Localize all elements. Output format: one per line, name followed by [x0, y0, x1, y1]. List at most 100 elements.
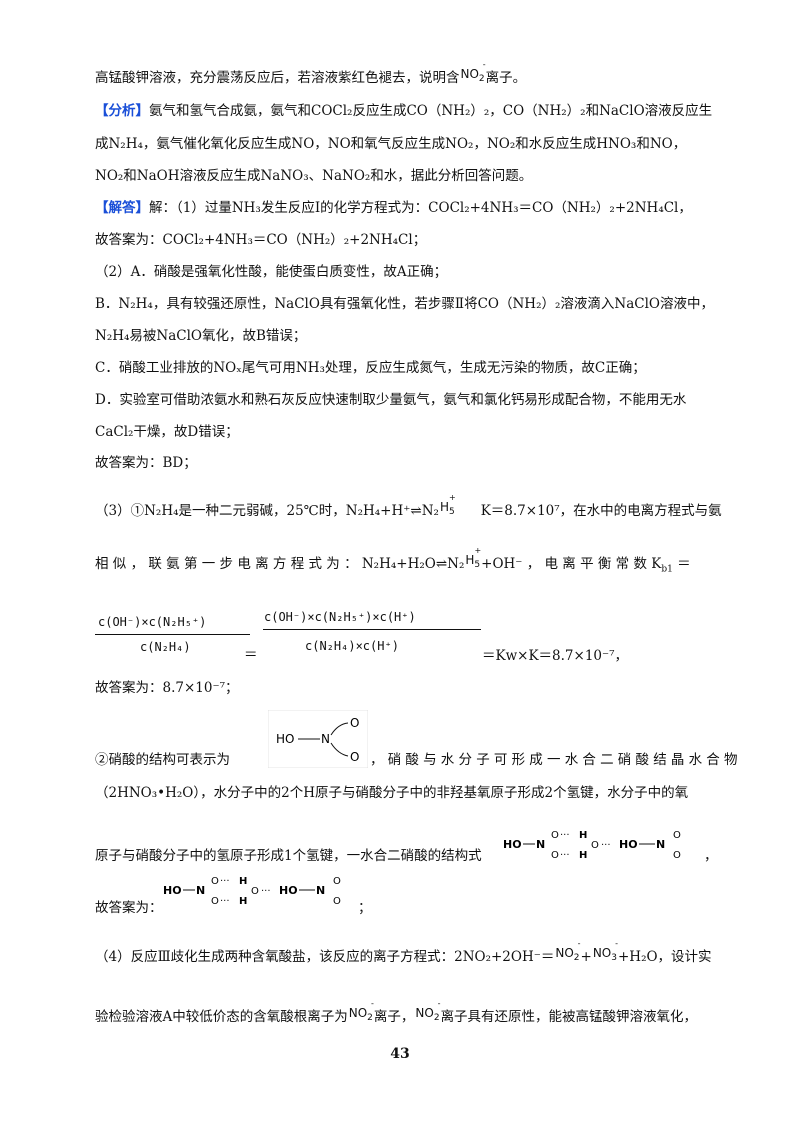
text: CaCl₂干燥，故D错误； [95, 424, 239, 440]
svg-text:···: ··· [560, 850, 570, 861]
text: 原子与硝酸分子中的氢原子形成1个氢键，一水合二硝酸的结构式 [95, 848, 482, 864]
text-line-14: （3）①N₂H₄是一种二元弱碱，25℃时，N₂H₄+H⁺⇌N₂H5+ K＝8.7×… [95, 493, 722, 522]
text: 故答案为：COCl₂+4NH₃＝CO（NH₂）₂+2NH₄Cl； [95, 232, 427, 248]
svg-text:H: H [239, 876, 247, 887]
fraction-2-bar [263, 629, 481, 630]
nitrite-ion: NO2- [348, 999, 374, 1023]
svg-text:H: H [239, 896, 247, 907]
svg-text:O: O [551, 850, 559, 861]
svg-text:N: N [656, 838, 665, 851]
text-line-6: 故答案为：COCl₂+4NH₃＝CO（NH₂）₂+2NH₄Cl； [95, 230, 426, 250]
svg-text:O: O [333, 896, 341, 907]
svg-text:O: O [350, 716, 359, 730]
fraction-2-numerator: c(OH⁻)×c(N₂H₅⁺)×c(H⁺) [264, 610, 416, 624]
svg-text:O: O [211, 876, 219, 887]
text-line-18a: ②硝酸的结构可表示为 [95, 752, 230, 768]
svg-text:···: ··· [261, 886, 271, 897]
svg-text:N: N [196, 884, 205, 897]
text: +OH⁻ ， 电 离 平 衡 常 数 K [481, 556, 662, 572]
svg-text:H: H [579, 830, 587, 841]
text-line-1: 高锰酸钾溶液，充分震荡反应后，若溶液紫红色褪去，说明含NO2-离子。 [95, 60, 527, 89]
subscript: b1 [661, 564, 673, 575]
text-line-13: 故答案为：BD； [95, 453, 197, 473]
text-line-analysis: 【分析】氨气和氢气合成氨，氨气和COCl₂反应生成CO（NH₂）₂，CO（NH₂… [95, 101, 712, 121]
dinitric-acid-hydrate-structure-image-answer: HO N O O ··· ··· H H O ··· HO N O O [163, 876, 341, 907]
svg-text:HO: HO [279, 884, 298, 897]
svg-text:O: O [333, 876, 341, 887]
text: （2）A．硝酸是强氧化性酸，能使蛋白质变性，故A正确； [95, 264, 448, 280]
svg-text:N: N [316, 884, 325, 897]
nitrite-ion: NO2- [555, 939, 581, 963]
text: D．实验室可借助浓氨水和熟石灰反应快速制取少量氨气，氨气和氯化钙易形成配合物，不… [95, 392, 687, 408]
text: 离子， [373, 1009, 415, 1025]
text-line-16: ＝Kw×K＝8.7×10⁻⁷， [482, 648, 629, 664]
svg-text:O: O [251, 886, 259, 897]
n2h5-ion: H5+ [465, 546, 482, 570]
equals-sign: ＝ [244, 647, 258, 663]
text: 离子。 [485, 70, 527, 86]
text: B．N₂H₄，具有较强还原性，NaClO具有强氧化性，若步骤Ⅱ将CO（NH₂）₂… [95, 296, 714, 312]
n2h5-ion: H5+ [439, 493, 456, 517]
text: NO₂和NaOH溶液反应生成NaNO₃、NaNO₂和水，据此分析回答问题。 [95, 168, 533, 184]
text: 相 似 ， 联 氨 第 一 步 电 离 方 程 式 为 ： N₂H₄+H₂O⇌N… [95, 556, 465, 572]
text: 故答案为：BD； [95, 455, 197, 471]
text-line-17: 故答案为：8.7×10⁻⁷； [95, 680, 239, 696]
text: 氨气和氢气合成氨，氨气和COCl₂反应生成CO（NH₂）₂，CO（NH₂）₂和N… [149, 103, 713, 119]
comma: ， [704, 848, 718, 864]
text-line-18b: ，硝酸与水分子可形成一水合二硝酸结晶水合物 [370, 752, 742, 768]
fraction-1-numerator: c(OH⁻)×c(N₂H₅⁺) [98, 615, 207, 629]
fraction-1-denominator: c(N₂H₄) [140, 640, 191, 654]
svg-text:···: ··· [601, 840, 611, 851]
text-line-12: CaCl₂干燥，故D错误； [95, 422, 239, 442]
text: ＝ [672, 556, 691, 572]
svg-text:O: O [591, 840, 599, 851]
svg-text:···: ··· [220, 896, 230, 907]
svg-text:H: H [579, 850, 587, 861]
svg-text:N: N [321, 732, 330, 746]
text: +H₂O，设计实 [617, 949, 712, 965]
text-line-4: NO₂和NaOH溶液反应生成NaNO₃、NaNO₂和水，据此分析回答问题。 [95, 166, 532, 186]
svg-text:O: O [211, 896, 219, 907]
semicolon: ； [358, 900, 372, 916]
text: （3）①N₂H₄是一种二元弱碱，25℃时，N₂H₄+H⁺⇌N₂ [95, 503, 439, 519]
answer-tag: 【解答】 [95, 200, 149, 216]
text-line-19: （2HNO₃•H₂O），水分子中的2个H原子与硝酸分子中的非羟基氧原子形成2个氢… [95, 785, 689, 801]
svg-text:O: O [673, 830, 681, 841]
fraction-1-bar [95, 634, 250, 635]
svg-text:O: O [673, 850, 681, 861]
page-number: 43 [390, 1046, 410, 1062]
svg-text:N: N [536, 838, 545, 851]
svg-text:O: O [551, 830, 559, 841]
text-line-answer: 【解答】解：（1）过量NH₃发生反应Ⅰ的化学方程式为：COCl₂+4NH₃＝CO… [95, 198, 692, 218]
text-line-3: 成N₂H₄，氨气催化氧化反应生成NO，NO和氧气反应生成NO₂，NO₂和水反应生… [95, 134, 686, 154]
nitrite-ion: NO2- [460, 60, 486, 84]
text: K＝8.7×10⁷，在水中的电离方程式与氨 [480, 503, 722, 519]
svg-text:HO: HO [276, 732, 294, 746]
svg-text:O: O [350, 750, 359, 764]
text-line-15: 相 似 ， 联 氨 第 一 步 电 离 方 程 式 为 ： N₂H₄+H₂O⇌N… [95, 546, 691, 575]
fraction-2-denominator: c(N₂H₄)×c(H⁺) [305, 639, 399, 653]
nitrite-ion: NO2- [415, 999, 441, 1023]
text-line-21: 故答案为： [95, 900, 163, 916]
text: 验检验溶液A中较低价态的含氧酸根离子为 [95, 1009, 348, 1025]
svg-text:···: ··· [560, 830, 570, 841]
svg-text:HO: HO [503, 838, 522, 851]
text: （4）反应Ⅲ歧化生成两种含氧酸盐，该反应的离子方程式：2NO₂+2OH⁻＝ [95, 949, 555, 965]
analysis-tag: 【分析】 [95, 103, 149, 119]
nitric-acid-structure-image: HO N O O [268, 710, 368, 768]
text-line-20: 原子与硝酸分子中的氢原子形成1个氢键，一水合二硝酸的结构式 [95, 846, 482, 866]
text-line-22: （4）反应Ⅲ歧化生成两种含氧酸盐，该反应的离子方程式：2NO₂+2OH⁻＝NO2… [95, 939, 712, 968]
text: 解：（1）过量NH₃发生反应Ⅰ的化学方程式为：COCl₂+4NH₃＝CO（NH₂… [149, 200, 692, 216]
svg-text:···: ··· [220, 876, 230, 887]
text-line-8: B．N₂H₄，具有较强还原性，NaClO具有强氧化性，若步骤Ⅱ将CO（NH₂）₂… [95, 294, 714, 314]
text-line-9: N₂H₄易被NaClO氧化，故B错误； [95, 326, 306, 346]
text: N₂H₄易被NaClO氧化，故B错误； [95, 328, 307, 344]
text-line-23: 验检验溶液A中较低价态的含氧酸根离子为NO2-离子，NO2-离子具有还原性，能被… [95, 999, 698, 1028]
text: 高锰酸钾溶液，充分震荡反应后，若溶液紫红色褪去，说明含 [95, 70, 460, 86]
text: + [580, 949, 592, 965]
text: 离子具有还原性，能被高锰酸钾溶液氧化， [440, 1009, 698, 1025]
text: C．硝酸工业排放的NOₓ尾气可用NH₃处理，反应生成氮气，生成无污染的物质，故C… [95, 360, 646, 376]
text-line-11: D．实验室可借助浓氨水和熟石灰反应快速制取少量氨气，氨气和氯化钙易形成配合物，不… [95, 390, 686, 410]
text: 成N₂H₄，氨气催化氧化反应生成NO，NO和氧气反应生成NO₂，NO₂和水反应生… [95, 136, 687, 152]
